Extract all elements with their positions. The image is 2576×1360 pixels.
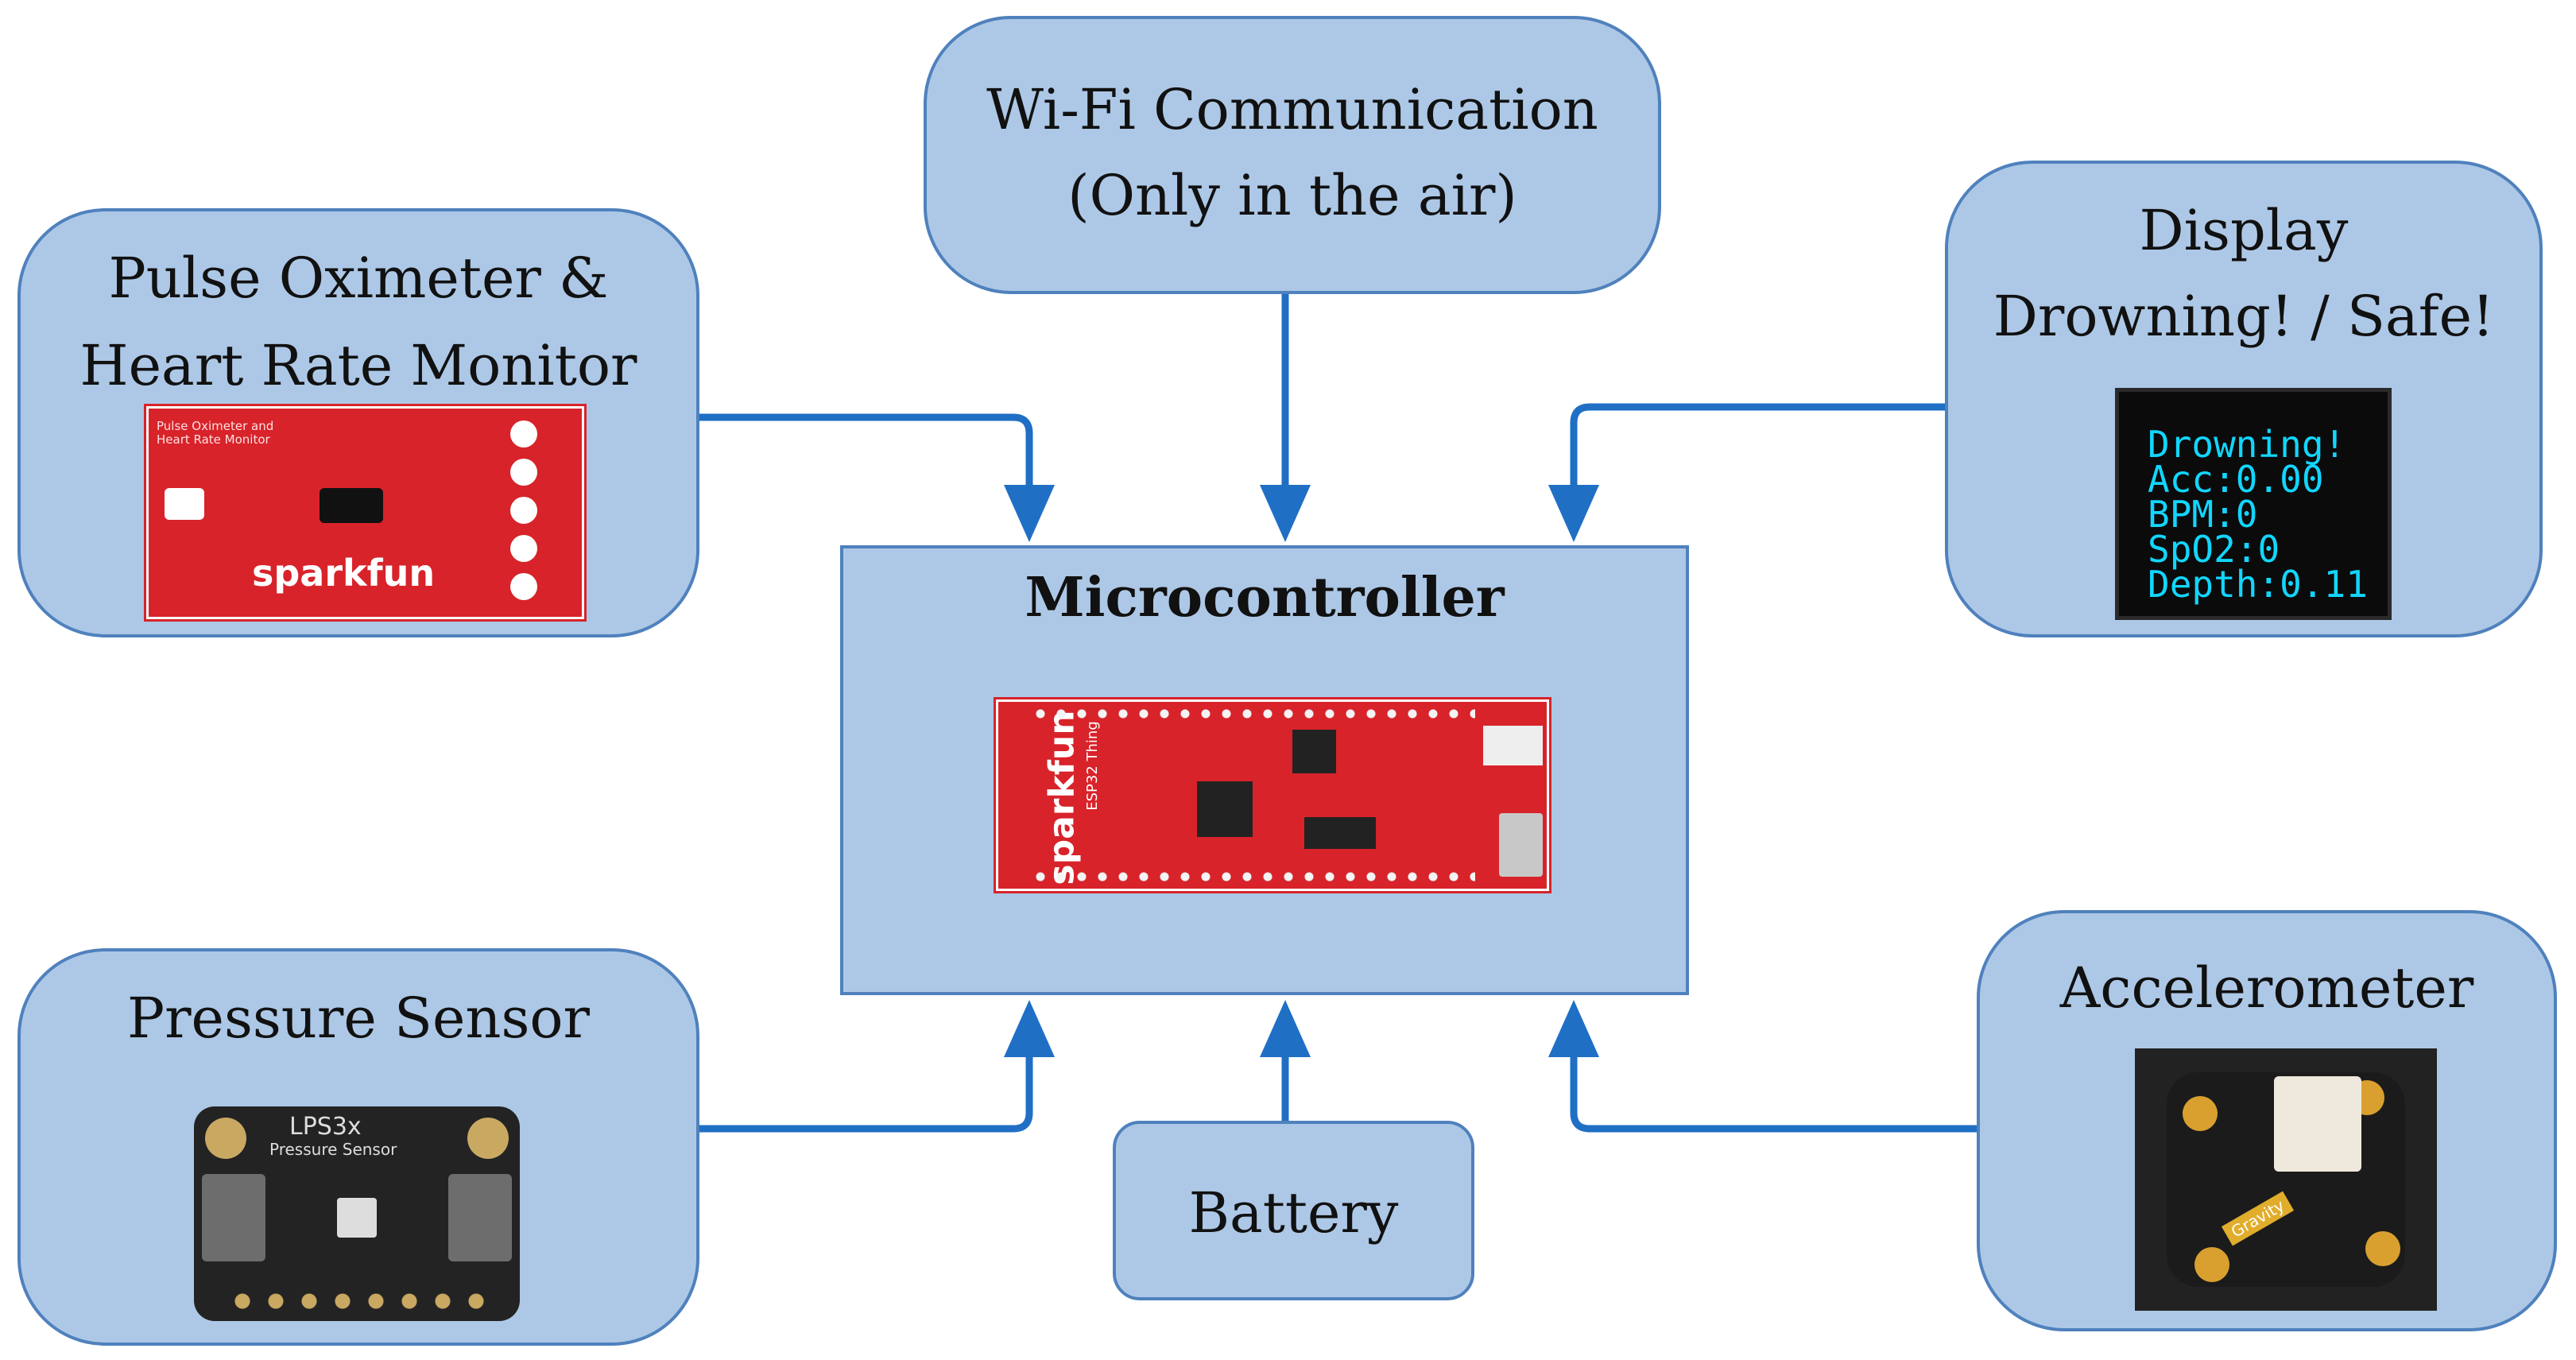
pulse-oximeter-board-image: sparkfun Pulse Oximeter and Heart Rate M… [146,406,584,619]
arrowhead-pressure [1004,1000,1055,1057]
arrow-accel-to-mcu [1570,1057,1977,1133]
pulse-board-caption: Pulse Oximeter and Heart Rate Monitor [157,419,274,447]
oled-screen-image: Drowning! Acc:0.00 BPM:0 SpO2:0 Depth:0.… [2115,388,2392,620]
oled-line-2: Acc:0.00 [2148,458,2324,501]
accelerometer-title: Accelerometer [2059,955,2474,1021]
pulse-board-pins [494,420,550,611]
pressure-board-pins [226,1292,488,1310]
header-pins-bottom [1030,871,1475,882]
jumper-pad [165,488,204,520]
oled-line-3: BPM:0 [2148,493,2258,536]
pulse-oximeter-title-line2: Heart Rate Monitor [79,333,637,398]
usb-chip [1292,730,1336,773]
accelerometer-board-image: Gravity [2135,1048,2437,1311]
wifi-title-line2: (Only in the air) [1067,163,1517,228]
microcontroller-title: Microcontroller [1025,566,1505,630]
pressure-sensor-node: Pressure Sensor LPS3x Pressure Sensor [17,948,699,1346]
wifi-node: Wi-Fi Communication (Only in the air) [924,16,1661,294]
pulse-oximeter-title-line1: Pulse Oximeter & [108,246,609,311]
oled-line-5: Depth:0.11 [2148,563,2368,606]
esp32-chip [1197,781,1253,837]
regulator-chip [1304,817,1376,849]
pressure-sensor-board-image: LPS3x Pressure Sensor [194,1106,520,1321]
sensor-chip [320,488,383,523]
pulse-board-brand: sparkfun [252,552,436,595]
arrowhead-wifi [1260,485,1311,542]
mcu-board-model: ESP32 Thing [1083,721,1101,811]
stemma-connector-left [202,1174,265,1261]
arrowhead-display [1548,485,1599,542]
oled-line-4: SpO2:0 [2148,528,2280,571]
header-pins-top [1030,708,1475,719]
oled-line-1: Drowning! [2148,423,2346,466]
pulse-oximeter-node: Pulse Oximeter & Heart Rate Monitor spar… [17,208,699,637]
arrow-display-to-mcu [1570,403,1945,485]
esp32-board-image: sparkfun ESP32 Thing [996,699,1549,891]
display-title-line1: Display [2139,198,2349,263]
battery-node: Battery [1113,1121,1474,1300]
arrow-pulse-to-mcu [699,413,1033,485]
usb-port [1499,813,1543,877]
pressure-board-title: LPS3x [289,1113,362,1141]
mcu-board-brand: sparkfun [1041,710,1083,885]
display-title-line2: Drowning! / Safe! [1993,284,2495,349]
display-node: Display Drowning! / Safe! Drowning! Acc:… [1945,161,2543,637]
arrowhead-pulse [1004,485,1055,542]
accel-connector [2274,1076,2361,1172]
arrowhead-battery [1260,1000,1311,1057]
pressure-sensor-title: Pressure Sensor [126,986,591,1051]
accelerometer-node: Accelerometer Gravity [1977,910,2557,1331]
wifi-title-line1: Wi-Fi Communication [986,77,1598,142]
stemma-connector-right [448,1174,512,1261]
battery-title: Battery [1188,1180,1399,1246]
battery-connector [1483,726,1543,765]
pressure-board-subtitle: Pressure Sensor [269,1140,397,1159]
arrow-pressure-to-mcu [699,1057,1033,1133]
microcontroller-node: Microcontroller sparkfun ESP32 Thing [840,545,1689,995]
arrowhead-accel [1548,1000,1599,1057]
pressure-chip [337,1198,377,1238]
